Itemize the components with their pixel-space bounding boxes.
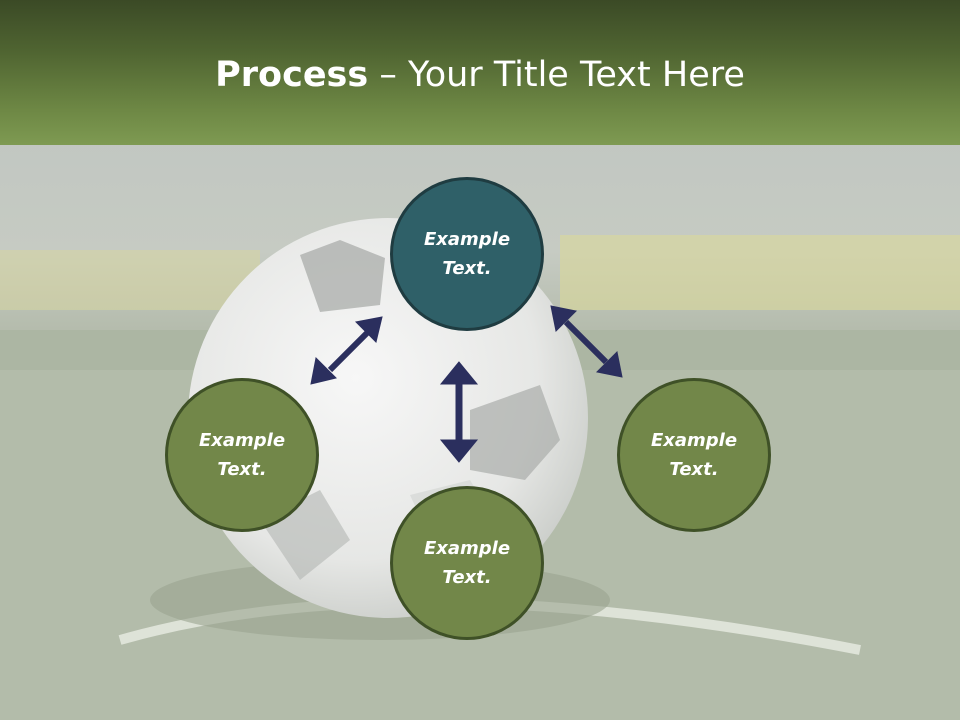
title-bold-word: Process <box>215 55 369 95</box>
title-bar: Process – Your Title Text Here <box>0 0 960 145</box>
process-node-right-label: Example Text. <box>650 430 738 480</box>
process-node-bottom-label: Example Text. <box>423 538 511 588</box>
title-rest: Your Title Text Here <box>407 55 745 95</box>
process-node-left-label: Example Text. <box>198 430 286 480</box>
process-node-top-label: Example Text. <box>423 229 511 279</box>
slide-title: Process – Your Title Text Here <box>0 52 960 98</box>
process-node-top[interactable]: Example Text. <box>390 177 544 331</box>
process-node-right[interactable]: Example Text. <box>617 378 771 532</box>
process-node-bottom[interactable]: Example Text. <box>390 486 544 640</box>
process-node-left[interactable]: Example Text. <box>165 378 319 532</box>
title-separator: – <box>368 55 408 95</box>
